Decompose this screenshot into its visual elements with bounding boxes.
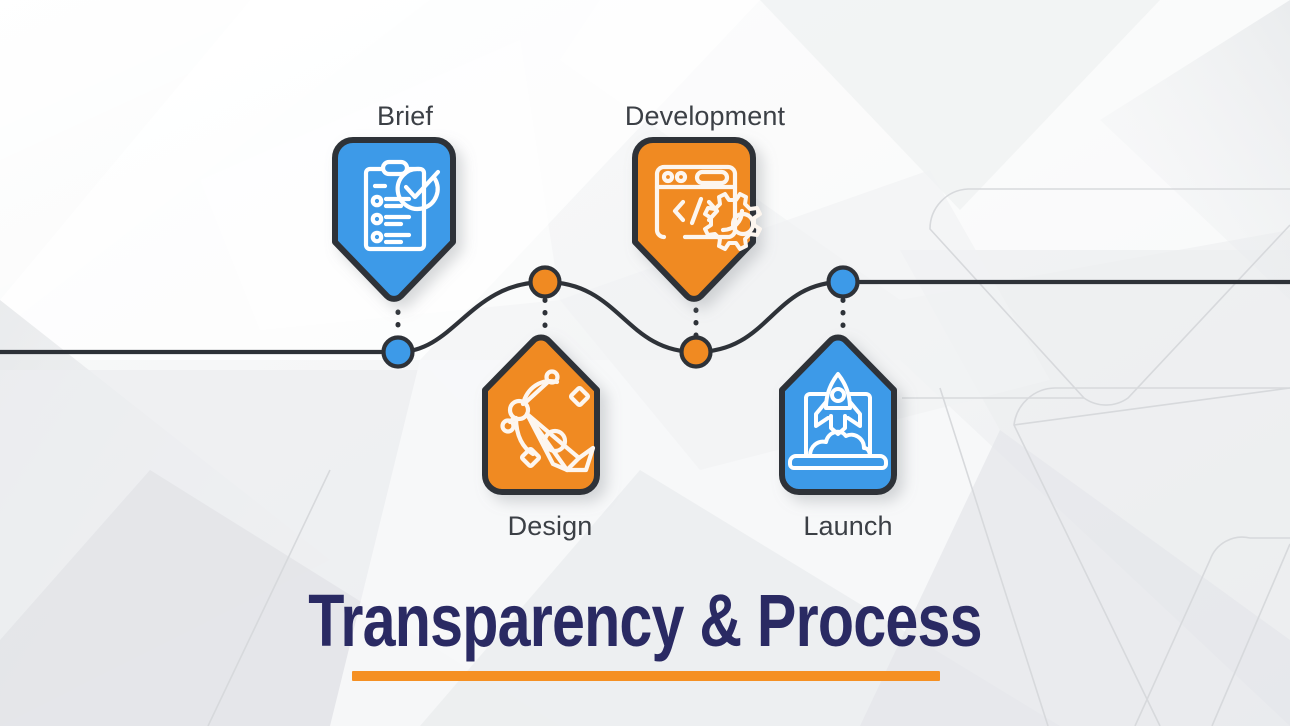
pen-tool-bezier-icon (500, 369, 596, 473)
code-browser-gear-icon (654, 164, 762, 251)
page-title: Transparency & Process (308, 579, 982, 662)
step-label-development: Development (624, 101, 786, 131)
step-pin-design[interactable] (475, 330, 625, 502)
title-underline-bar (352, 671, 940, 681)
node-launch (826, 265, 860, 299)
node-development (679, 335, 713, 369)
step-pin-development[interactable] (625, 132, 785, 312)
clipboard-checklist-icon (363, 159, 441, 252)
node-design (528, 265, 562, 299)
step-pin-brief[interactable] (325, 132, 485, 312)
rocket-laptop-icon (788, 372, 888, 470)
node-brief (381, 335, 415, 369)
step-label-design: Design (507, 511, 593, 541)
headline-block: Transparency & Process (0, 583, 1290, 659)
step-label-brief: Brief (376, 101, 434, 131)
step-pin-launch[interactable] (772, 330, 922, 502)
step-label-launch: Launch (803, 511, 893, 541)
